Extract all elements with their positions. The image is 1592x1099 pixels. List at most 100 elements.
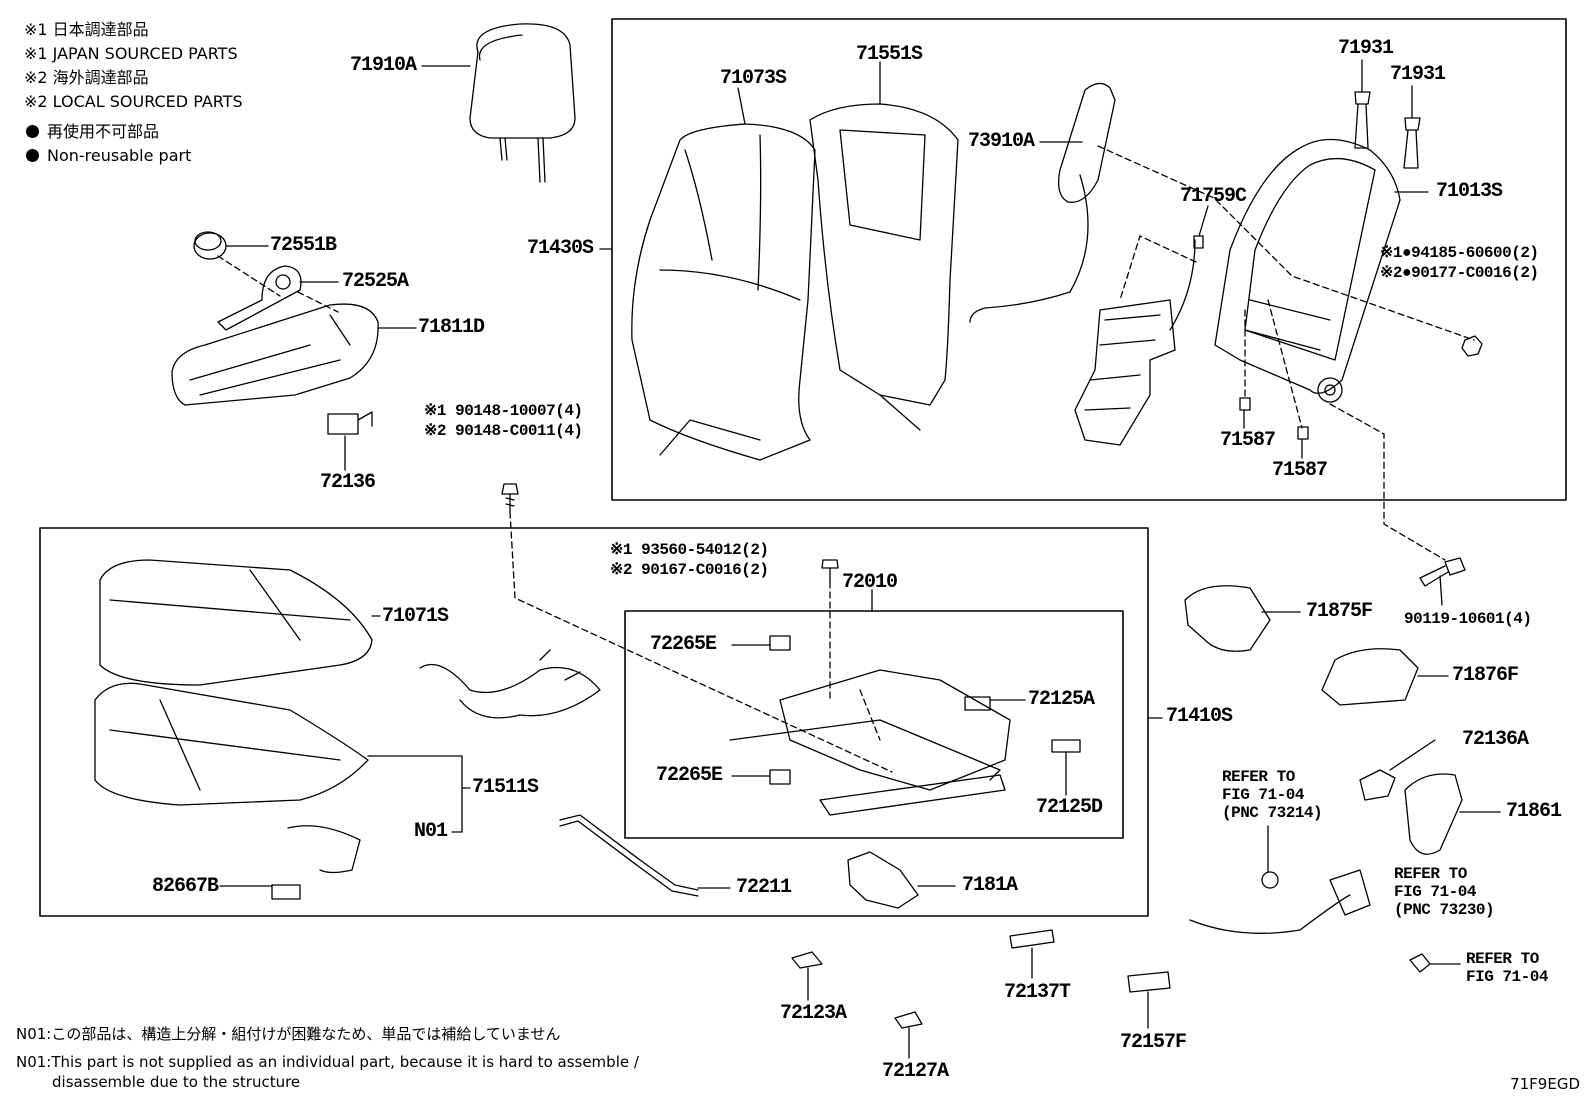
seat-bracket-drawing [847,851,919,909]
clip-72123A-drawing [791,951,823,969]
part-label[interactable]: ※2 90148-C0011(4) [424,422,583,440]
part-label[interactable]: 72265E [650,633,717,656]
seat-rod-drawing [559,814,699,897]
part-label[interactable]: 7181A [962,874,1018,897]
cover-71875F-drawing [1184,585,1271,652]
lumbar-support-drawing [1074,235,1204,446]
part-label[interactable]: ※2 90167-C0016(2) [610,561,769,579]
part-label[interactable]: 71551S [856,43,923,66]
cushion-pad-drawing [94,682,369,806]
cushion-cover-drawing [99,559,373,686]
refer-line: (PNC 73214) [1222,804,1323,822]
part-label[interactable]: 71861 [1506,800,1562,823]
refer-line: REFER TO [1466,950,1539,968]
part-label[interactable]: 72211 [736,876,792,899]
part-label[interactable]: 82667B [152,875,219,898]
footnote-jp: N01:この部品は、構造上分解・組付けが困難なため、単品では補給していません [16,1025,561,1043]
cushion-harness-drawing [419,649,601,719]
nut-94185-drawing [1461,335,1483,357]
part-label[interactable]: 71071S [382,605,449,628]
part-label[interactable]: 72125D [1036,796,1103,819]
leader-lines [219,59,1501,1059]
part-label[interactable]: 72010 [842,571,898,594]
part-label[interactable]: 72157F [1120,1031,1187,1054]
refer-line: REFER TO [1222,768,1295,786]
part-label[interactable]: 71931 [1390,63,1446,86]
part-label[interactable]: 72265E [656,764,723,787]
legend-non-reusable-jp: 再使用不可部品 [26,120,159,144]
part-label[interactable]: 71410S [1166,705,1233,728]
part-label[interactable]: 72127A [882,1060,949,1083]
seat-shield-drawing [171,303,379,406]
part-label[interactable]: 90119-10601(4) [1404,610,1532,628]
legend-line-4: ※2 LOCAL SOURCED PARTS [24,92,243,111]
refer-to-fig[interactable]: REFER TO FIG 71-04 [1466,950,1548,986]
bullet-icon [26,149,39,162]
refer-line: REFER TO [1394,865,1467,883]
part-label[interactable]: ※1 90148-10007(4) [424,402,583,420]
part-label[interactable]: 71073S [720,67,787,90]
clip-72136-drawing [327,411,373,435]
seat-knob-drawing [193,231,227,260]
legend-non-reusable-en: Non-reusable part [26,144,191,168]
part-label[interactable]: 71759C [1180,185,1247,208]
seat-sensor-drawing [271,825,361,900]
part-label[interactable]: 71875F [1306,600,1373,623]
part-label[interactable]: 72123A [780,1002,847,1025]
refer-line: FIG 71-04 [1394,883,1476,901]
figure-code: 71F9EGD [1510,1075,1580,1093]
adjuster-subgroup-box [624,610,1124,839]
part-label[interactable]: 71587 [1220,429,1276,452]
legend-line-3: ※2 海外調達部品 [24,68,149,87]
refer-line: FIG 71-04 [1222,786,1304,804]
refer-line: (PNC 73230) [1394,901,1495,919]
refer-line: FIG 71-04 [1466,968,1548,986]
part-label[interactable]: 72137T [1004,981,1071,1004]
part-label[interactable]: 71811D [418,316,485,339]
footnote-en-2: disassemble due to the structure [52,1073,301,1091]
part-label[interactable]: 72125A [1028,688,1095,711]
cover-71861-drawing [1404,773,1463,855]
clip-72157F-drawing [1127,971,1171,993]
clip-72137T-drawing [1009,929,1055,949]
part-label[interactable]: 71430S [527,237,594,260]
part-label[interactable]: 71931 [1338,37,1394,60]
part-label[interactable]: ※2●90177-C0016(2) [1380,264,1539,282]
part-label[interactable]: 72136 [320,471,376,494]
cushion-group-box [39,527,1149,917]
recliner-lever-drawing [217,265,302,331]
part-label[interactable]: 71511S [472,776,539,799]
part-label[interactable]: 73910A [968,130,1035,153]
footnote-en-1: N01:This part is not supplied as an indi… [16,1053,639,1071]
part-label[interactable]: 72551B [270,234,337,257]
part-label[interactable]: 72136A [1462,728,1529,751]
legend-line-1: ※1 日本調達部品 [24,20,149,39]
screw-90148-drawing [501,483,519,513]
seatback-pad-drawing [809,103,959,431]
refer-to-73230[interactable]: REFER TO FIG 71-04 (PNC 73230) [1394,865,1495,919]
screw-93560-drawing [821,559,839,583]
clip-72136A-drawing [1359,769,1396,801]
part-label[interactable]: 71876F [1452,664,1519,687]
bullet-icon [26,125,39,138]
nut-71587-drawing [1239,397,1309,440]
legend-line-2: ※1 JAPAN SOURCED PARTS [24,44,238,63]
seatback-frame-drawing [1214,138,1401,403]
refer-to-73214[interactable]: REFER TO FIG 71-04 (PNC 73214) [1222,768,1323,822]
cover-71876F-drawing [1321,648,1419,706]
part-label[interactable]: 71587 [1272,459,1328,482]
clip-72127A-drawing [894,1011,923,1029]
part-label[interactable]: 72525A [342,270,409,293]
seatback-group-box [611,18,1567,501]
headrest-support-drawing [1354,91,1421,169]
seatback-cover-drawing [631,123,816,461]
part-label[interactable]: 71910A [350,54,417,77]
headrest-drawing [469,23,576,183]
side-airbag-drawing [969,82,1116,323]
part-label[interactable]: ※1 93560-54012(2) [610,541,769,559]
legend-text: Non-reusable part [47,146,192,165]
part-label[interactable]: 71013S [1436,180,1503,203]
part-label[interactable]: N01 [414,820,448,843]
part-label[interactable]: ※1●94185-60600(2) [1380,244,1539,262]
